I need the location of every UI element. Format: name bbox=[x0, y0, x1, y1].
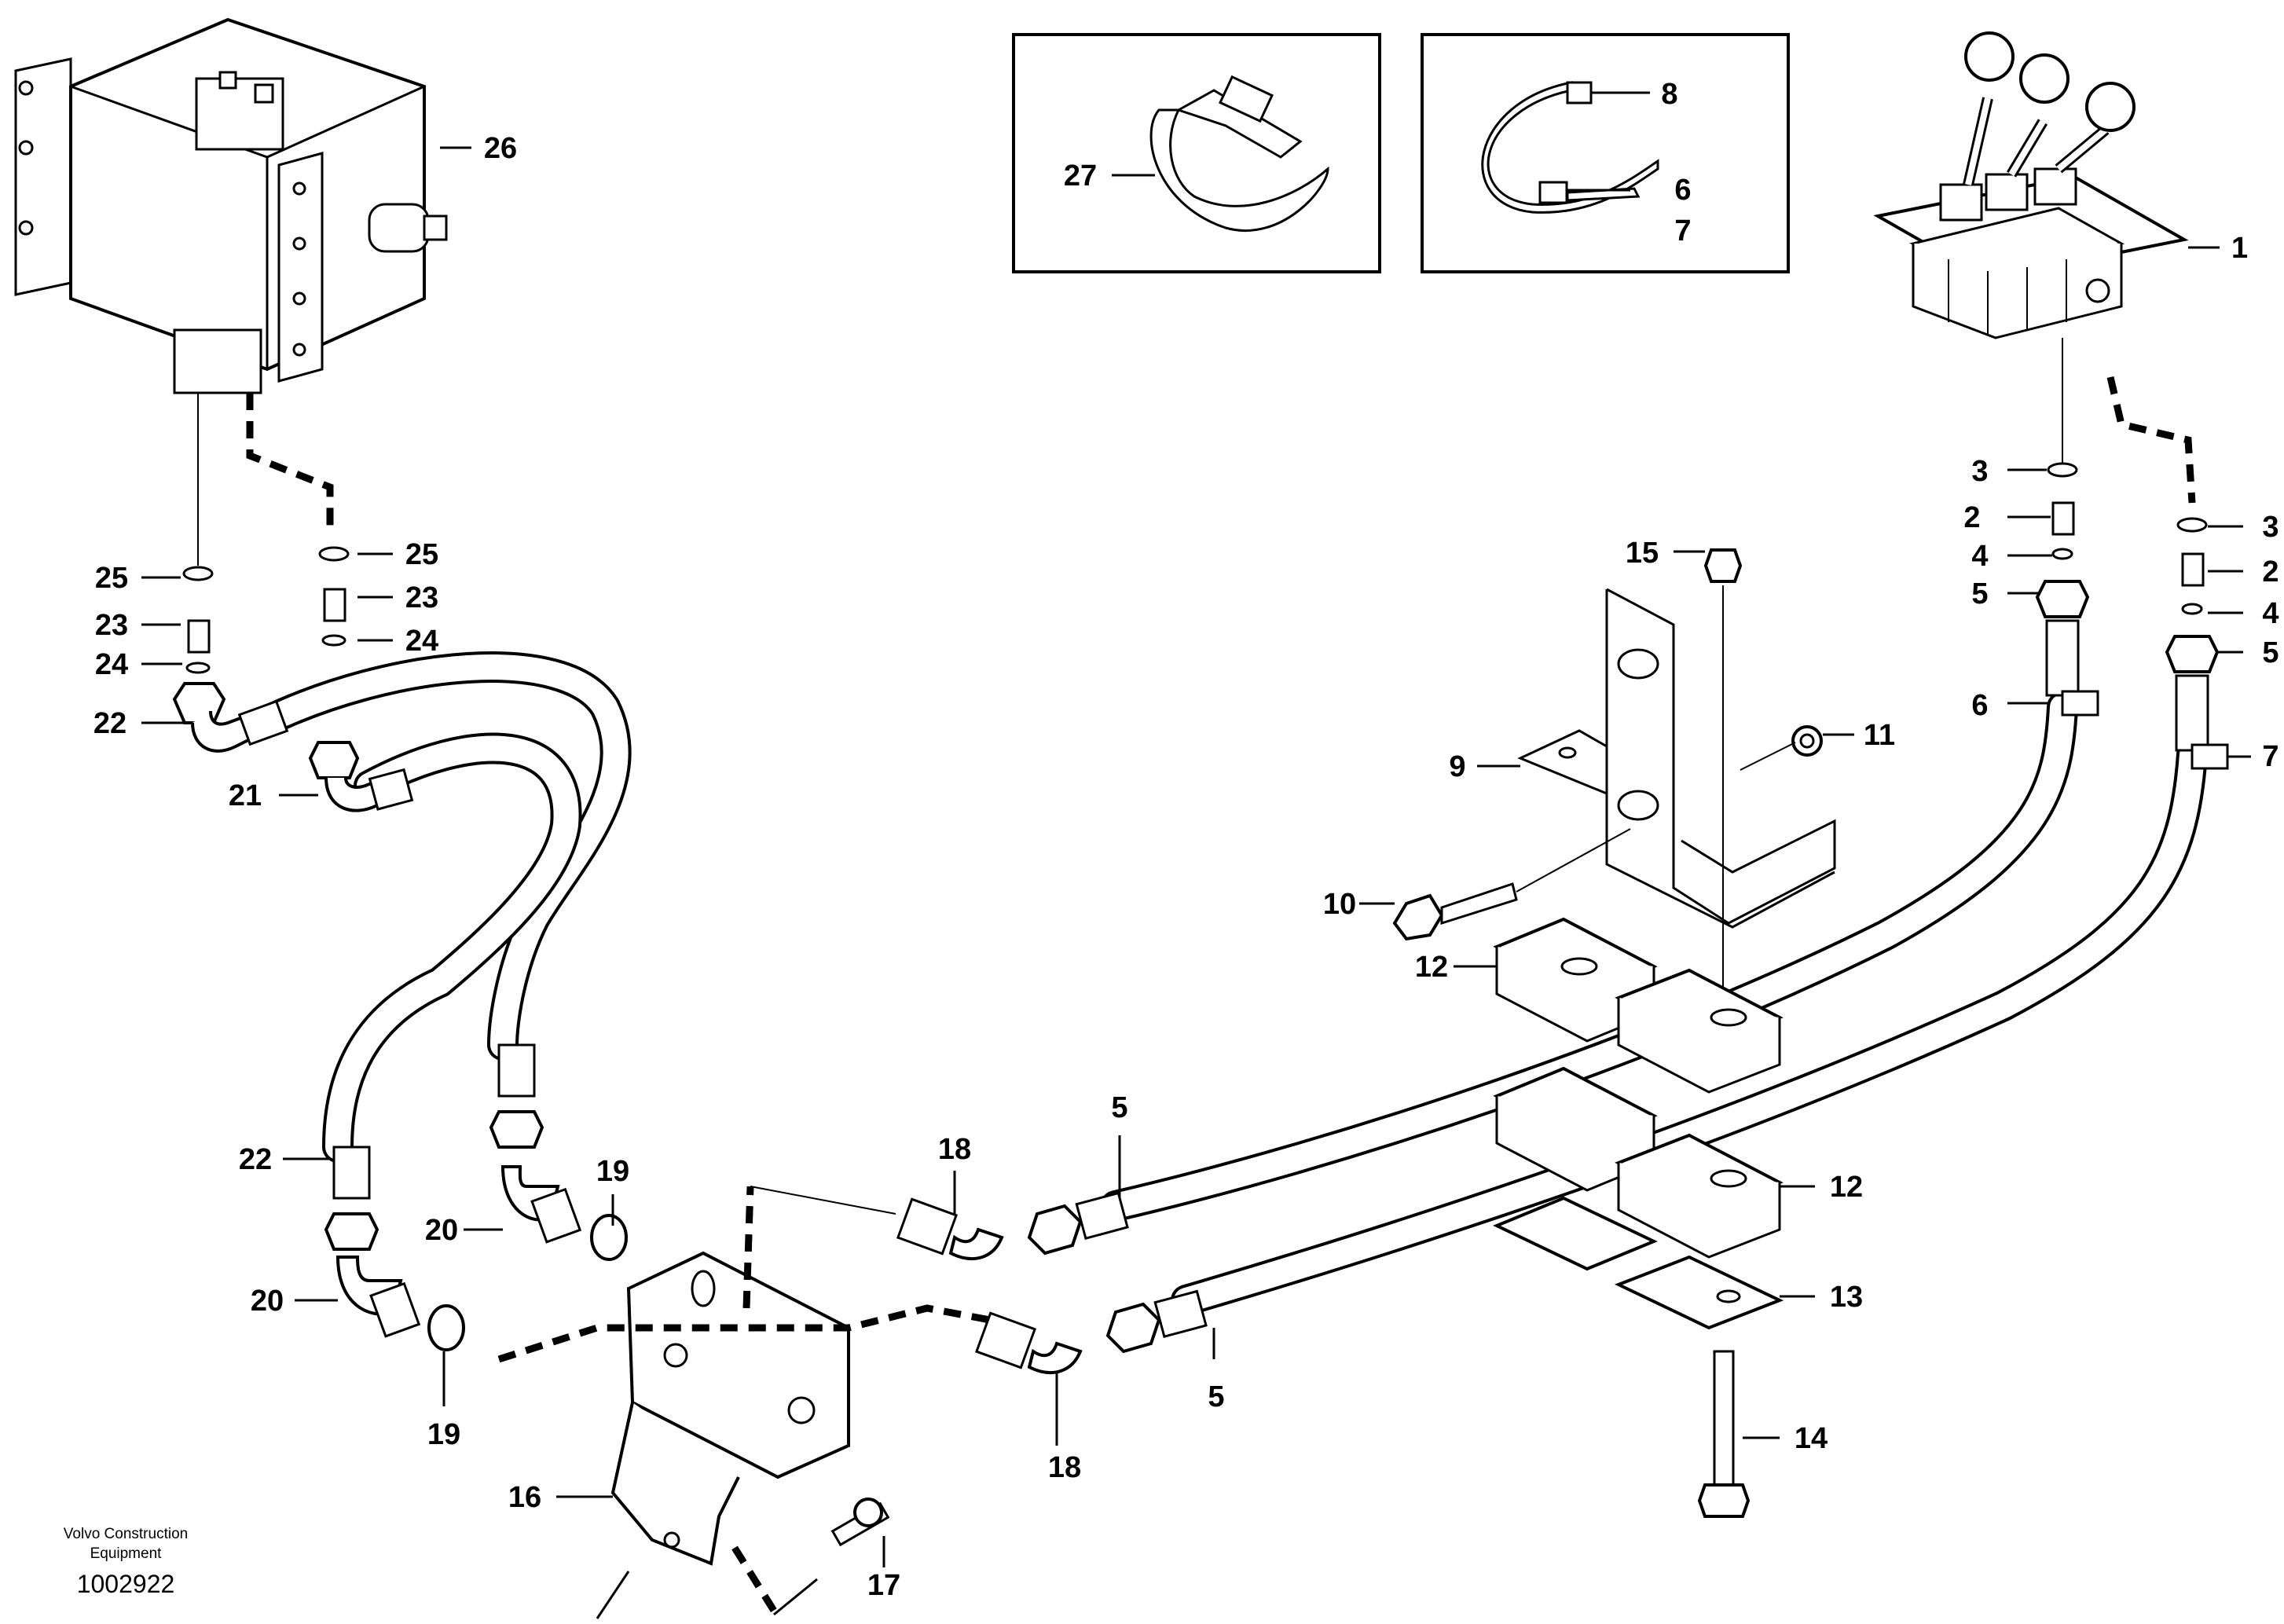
inset-hose-clamp bbox=[1012, 33, 1381, 273]
callout-16: 16 bbox=[508, 1481, 541, 1514]
callout-11: 11 bbox=[1864, 719, 1895, 752]
callout-5: 5 bbox=[1208, 1380, 1224, 1413]
manufacturer-line-1: Volvo Construction bbox=[64, 1526, 188, 1542]
callout-2: 2 bbox=[1963, 501, 1980, 534]
leader-lines bbox=[141, 468, 2251, 1567]
callout-6: 6 bbox=[1674, 174, 1691, 207]
callout-4: 4 bbox=[1971, 540, 1988, 573]
callout-25: 25 bbox=[405, 538, 438, 571]
callout-23: 23 bbox=[405, 581, 438, 614]
bracket bbox=[610, 1251, 850, 1566]
callout-labels: 1 2 2 3 3 4 4 5 5 5 5 6 6 7 7 8 9 10 11 … bbox=[93, 78, 2279, 1602]
callout-18: 18 bbox=[938, 1133, 971, 1166]
callout-7: 7 bbox=[2262, 740, 2279, 773]
callout-22: 22 bbox=[239, 1143, 272, 1176]
tank-assembly bbox=[14, 17, 471, 394]
callout-24: 24 bbox=[95, 648, 128, 681]
right-fittings bbox=[896, 462, 2229, 1375]
callout-6: 6 bbox=[1971, 689, 1988, 722]
callout-2: 2 bbox=[2262, 555, 2279, 588]
callout-21: 21 bbox=[229, 779, 262, 812]
inset-cable-tie bbox=[1421, 33, 1790, 273]
bolt bbox=[830, 1498, 890, 1547]
leader-line-upper bbox=[750, 1186, 896, 1215]
callout-7: 7 bbox=[1674, 214, 1691, 247]
callout-25: 25 bbox=[95, 562, 128, 595]
callout-12: 12 bbox=[1830, 1171, 1863, 1204]
dashed-lines bbox=[497, 1186, 991, 1619]
callout-18: 18 bbox=[1048, 1451, 1081, 1484]
callout-26: 26 bbox=[484, 132, 517, 165]
tank-return-line bbox=[246, 393, 334, 534]
hoses bbox=[247, 651, 2208, 1316]
callout-3: 3 bbox=[1971, 455, 1988, 488]
callout-19: 19 bbox=[427, 1418, 460, 1451]
control-valve bbox=[1873, 31, 2220, 339]
callout-17: 17 bbox=[867, 1569, 900, 1602]
callout-1: 1 bbox=[2231, 232, 2248, 265]
footer: Volvo Construction Equipment 1002922 bbox=[64, 1526, 188, 1598]
manufacturer-line-2: Equipment bbox=[90, 1545, 163, 1562]
callout-5: 5 bbox=[1111, 1091, 1127, 1124]
callout-13: 13 bbox=[1830, 1281, 1863, 1314]
mounting-bracket bbox=[1392, 548, 1836, 1037]
callout-10: 10 bbox=[1323, 888, 1356, 921]
callout-20: 20 bbox=[425, 1214, 458, 1247]
callout-3: 3 bbox=[2262, 511, 2279, 544]
drawing-number: 1002922 bbox=[77, 1570, 175, 1598]
callout-24: 24 bbox=[405, 625, 438, 658]
callout-12: 12 bbox=[1415, 951, 1448, 984]
callout-20: 20 bbox=[251, 1285, 284, 1318]
callout-23: 23 bbox=[95, 609, 128, 642]
callout-5: 5 bbox=[2262, 636, 2279, 669]
callout-27: 27 bbox=[1064, 159, 1097, 192]
left-fittings bbox=[172, 546, 628, 1351]
callout-4: 4 bbox=[2262, 597, 2279, 630]
callout-9: 9 bbox=[1449, 750, 1465, 783]
clamp-blocks bbox=[1493, 917, 1784, 1518]
callout-14: 14 bbox=[1795, 1422, 1828, 1455]
callout-19: 19 bbox=[596, 1155, 629, 1188]
valve-return-line bbox=[2106, 376, 2196, 504]
callout-5: 5 bbox=[1971, 577, 1988, 610]
callout-22: 22 bbox=[93, 707, 126, 740]
callout-15: 15 bbox=[1626, 537, 1659, 570]
callout-8: 8 bbox=[1661, 78, 1677, 111]
